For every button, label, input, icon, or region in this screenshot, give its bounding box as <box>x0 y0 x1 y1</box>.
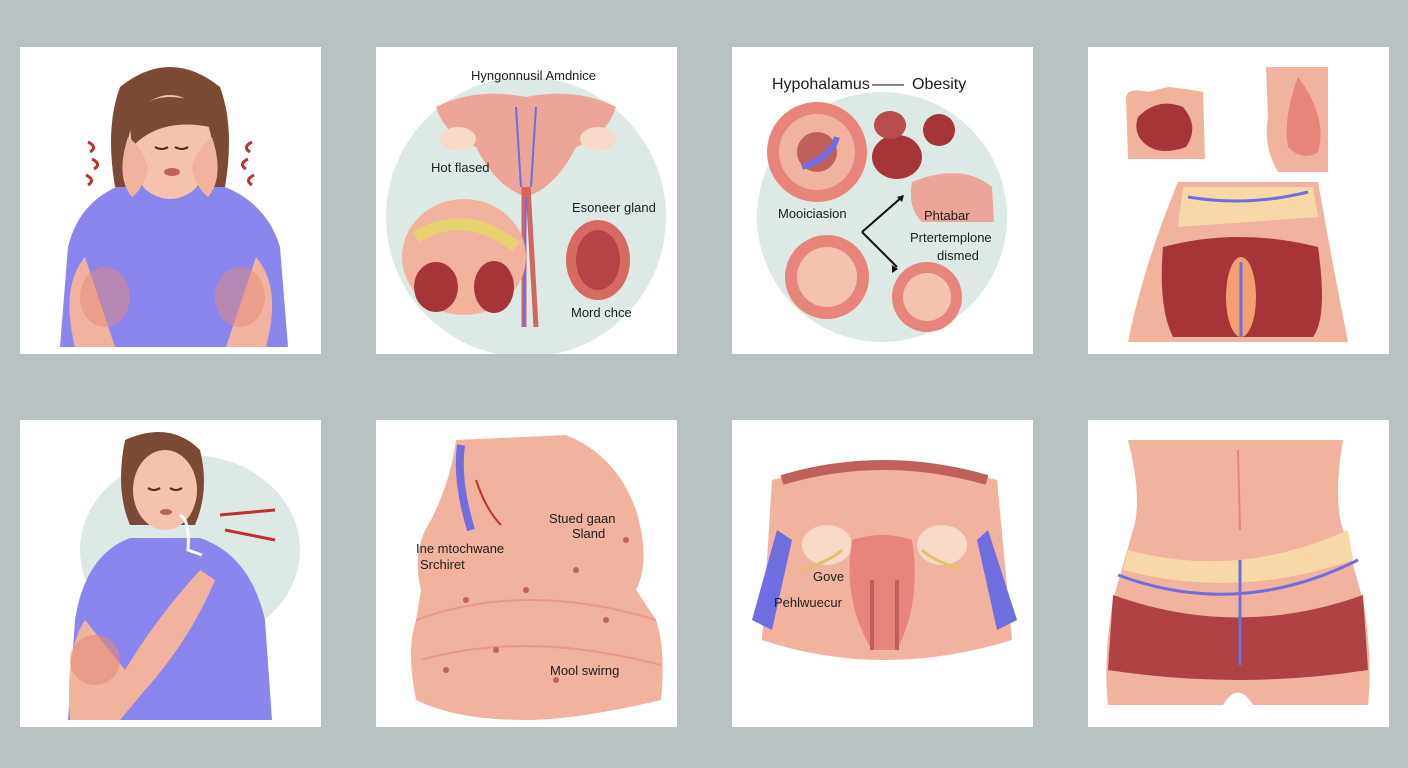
panel-lower-torso <box>1088 420 1389 727</box>
cells-illustration <box>757 92 1007 342</box>
label-left: Mooiciasion <box>778 206 847 221</box>
arrow-icon <box>861 196 903 268</box>
label-right-3: dismed <box>937 248 979 263</box>
label-mood-swing: Mool swirng <box>550 663 620 678</box>
skin-illustration <box>411 435 663 720</box>
label-b2: Sland <box>572 526 606 541</box>
title-hypothalamus: Hypohalamus <box>772 76 870 93</box>
panel-headache-woman <box>20 47 321 354</box>
label-mood: Mord chce <box>571 305 632 320</box>
title-dash: —— <box>872 76 904 93</box>
panel-organs <box>1088 47 1389 354</box>
label-right-1: Phtabar <box>924 208 970 223</box>
organs-illustration <box>1126 67 1348 342</box>
woman-chest-icon <box>68 432 300 720</box>
panel-chest-woman <box>20 420 321 727</box>
label-a1: Ine mtochwane <box>416 541 505 556</box>
uterus-illustration <box>752 460 1017 660</box>
panel-pelvis-uterus: Gove Pehlwuecur <box>732 420 1033 727</box>
label-right-2: Prtertemplone <box>910 230 992 245</box>
label-gland: Esoneer gland <box>572 200 656 215</box>
woman-headache-icon <box>60 67 288 347</box>
panel-reproductive-anatomy: Hyngonnusil Amdnice Hot flased Esoneer g… <box>376 47 677 354</box>
torso-illustration <box>1106 440 1370 705</box>
panel-abdomen-skin: Ine mtochwane Srchiret Stued gaan Sland … <box>376 420 677 727</box>
panel-hypothalamus-obesity: Hypohalamus —— Obesity Mooiciasion Phtab… <box>732 47 1033 354</box>
title-obesity: Obesity <box>912 76 967 93</box>
label-hot-flashes: Hot flased <box>431 160 490 175</box>
anatomy-title: Hyngonnusil Amdnice <box>471 68 597 83</box>
anatomy-illustration <box>386 77 666 354</box>
label-gove: Gove <box>813 569 845 584</box>
label-a2: Srchiret <box>420 557 465 572</box>
label-b1: Stued gaan <box>549 511 616 526</box>
label-left: Pehlwuecur <box>774 595 842 610</box>
